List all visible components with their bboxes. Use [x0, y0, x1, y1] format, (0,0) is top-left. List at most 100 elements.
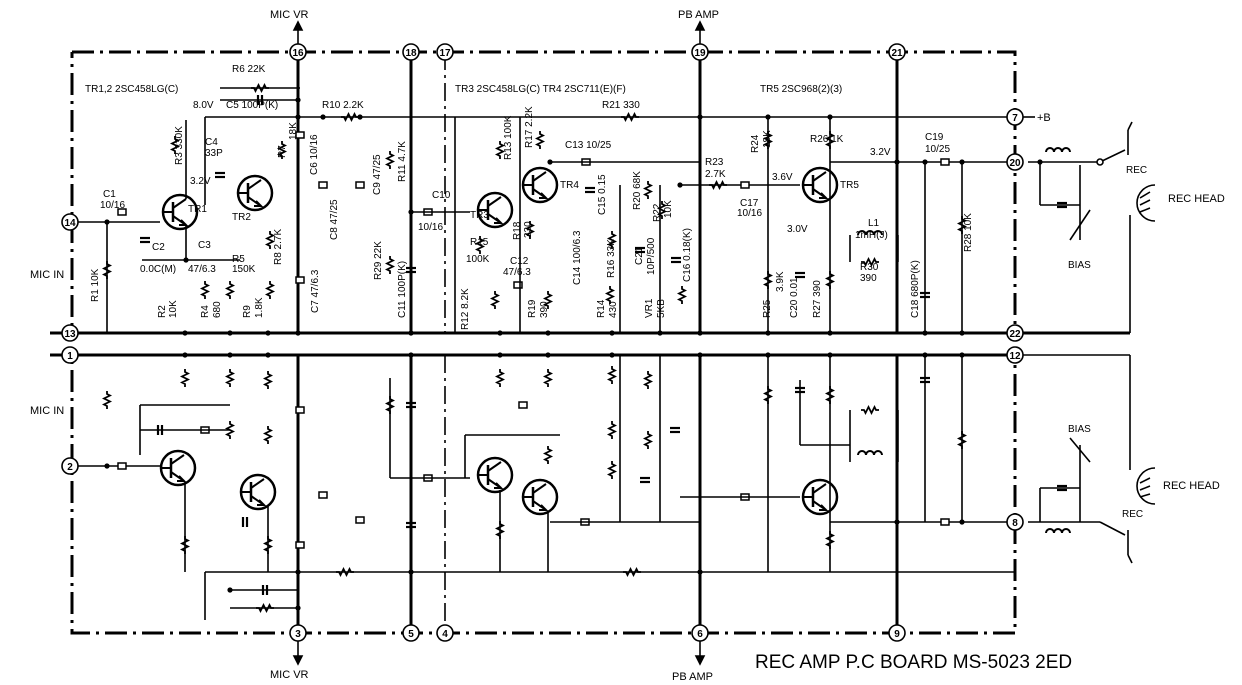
terminal-21	[888, 43, 906, 61]
terminal-14-label: 14	[64, 218, 76, 229]
tr5-symbol	[801, 166, 839, 204]
l1-value: 1mH(J)	[855, 230, 888, 241]
c4-value: 33P	[205, 148, 223, 159]
tr4-symbol	[521, 166, 559, 204]
terminal-3-label: 3	[295, 629, 301, 640]
terminal-18-label: 18	[405, 48, 417, 59]
c15-label: C15 0.15	[597, 174, 608, 215]
r18-label: R18	[512, 221, 523, 240]
pb-amp-top-label: PB AMP	[678, 9, 719, 21]
terminal-7-label: 7	[1012, 113, 1018, 124]
c18-label: C18 680P(K)	[910, 260, 921, 318]
c1-value: 10/16	[100, 200, 125, 211]
terminal-13-label: 13	[64, 329, 76, 340]
c9-label: C9 47/25	[372, 154, 383, 195]
terminal-17	[436, 43, 454, 61]
c2-value: 0.0C(M)	[140, 264, 176, 275]
r22-label: R22	[652, 203, 663, 222]
c1-label: C1	[103, 189, 116, 200]
rec-head-bottom-label: REC HEAD	[1163, 480, 1220, 492]
c17-value: 10/16	[737, 208, 762, 219]
r23-label: R23	[705, 157, 724, 168]
c5-label: C5 100P(K)	[226, 100, 278, 111]
v32b-label: 3.2V	[870, 147, 891, 158]
r23-value: 2.7K	[705, 169, 726, 180]
terminal-6-label: 6	[697, 629, 703, 640]
terminal-21-label: 21	[891, 48, 903, 59]
c8-label: C8 47/25	[329, 199, 340, 240]
r6-label: R6 22K	[232, 64, 266, 75]
terminal-13	[61, 324, 79, 342]
pb-amp-bottom-label: PB AMP	[672, 671, 713, 683]
v8-label: 8.0V	[193, 100, 214, 111]
terminal-12-label: 12	[1009, 351, 1021, 362]
r4-value: 680	[212, 301, 223, 318]
c6-label: C6 10/16	[309, 134, 320, 175]
board-title: REC AMP P.C BOARD MS-5023 2ED	[755, 652, 1072, 673]
terminal-4	[436, 624, 454, 642]
c16-label: C16 0.18(K)	[682, 228, 693, 282]
lower-board-outline	[70, 353, 1017, 635]
c12-value: 47/6.3	[503, 267, 531, 278]
r30-value: 390	[860, 273, 877, 284]
mic-vr-bottom-label: MIC VR	[270, 669, 309, 681]
r27-label: R27 390	[812, 280, 823, 318]
c17-label: C17	[740, 198, 759, 209]
c21-value: 10P/500	[646, 237, 657, 275]
r21-label: R21 330	[602, 100, 640, 111]
mic-vr-top-label: MIC VR	[270, 9, 309, 21]
r30-label: R30	[860, 262, 879, 273]
r19-label: R19	[527, 299, 538, 318]
terminal-2-label: 2	[67, 462, 73, 473]
c10-value: 10/16	[418, 222, 443, 233]
terminal-17-label: 17	[439, 48, 451, 59]
r20-label: R20 68K	[632, 171, 643, 210]
r7-value: 18K	[288, 122, 299, 140]
r28-label: R28 10K	[963, 213, 974, 252]
c7-label: C7 47/6.3	[310, 269, 321, 313]
r12-label: R12 8.2K	[460, 288, 471, 330]
vr1-value: 5KB	[656, 299, 667, 318]
terminal-18	[402, 43, 420, 61]
tr2-symbol	[236, 174, 274, 212]
rec-head-top-label: REC HEAD	[1168, 193, 1225, 205]
r2-value: 10K	[168, 300, 179, 318]
c20-label: C20 0.01	[789, 277, 800, 318]
c4-label: C4	[205, 137, 218, 148]
tr1-label: TR1	[188, 204, 207, 215]
terminal-14	[61, 213, 79, 231]
terminal-9	[888, 624, 906, 642]
terminal-22	[1006, 324, 1024, 342]
tr5-type-label: TR5 2SC968(2)(3)	[760, 84, 842, 95]
r5-value: 150K	[232, 264, 256, 275]
c19-label: C19	[925, 132, 944, 143]
c10-label: C10	[432, 190, 451, 201]
terminal-1-label: 1	[67, 351, 73, 362]
r1-label: R1 10K	[90, 268, 101, 302]
c19-value: 10/25	[925, 144, 950, 155]
terminal-16-label: 16	[292, 48, 304, 59]
r7-label: R7	[277, 145, 288, 158]
r22-value: 10K	[663, 200, 674, 218]
terminal-5-label: 5	[408, 629, 414, 640]
r10-label: R10 2.2K	[322, 100, 364, 111]
tr34-type-label: TR3 2SC458LG(C) TR4 2SC711(E)(F)	[455, 84, 626, 95]
rec-bottom-label: REC	[1122, 509, 1143, 520]
r26-label: R26 1K	[810, 134, 844, 145]
terminal-2	[61, 457, 79, 475]
tr12-type-label: TR1,2 2SC458LG(C)	[85, 84, 178, 95]
r11-label: R11 4.7K	[397, 141, 408, 182]
r9-label: R9	[242, 305, 253, 318]
terminal-19-label: 19	[694, 48, 706, 59]
terminal-4-label: 4	[442, 629, 448, 640]
r14-value: 430	[608, 301, 619, 318]
rec-top-label: REC	[1126, 165, 1147, 176]
terminal-8	[1006, 513, 1024, 531]
vr1-label: VR1	[644, 298, 655, 318]
c3-value: 47/6.3	[188, 264, 216, 275]
bias-bottom-label: BIAS	[1068, 424, 1091, 435]
terminal-12	[1006, 346, 1024, 364]
r2-label: R2	[157, 305, 168, 318]
